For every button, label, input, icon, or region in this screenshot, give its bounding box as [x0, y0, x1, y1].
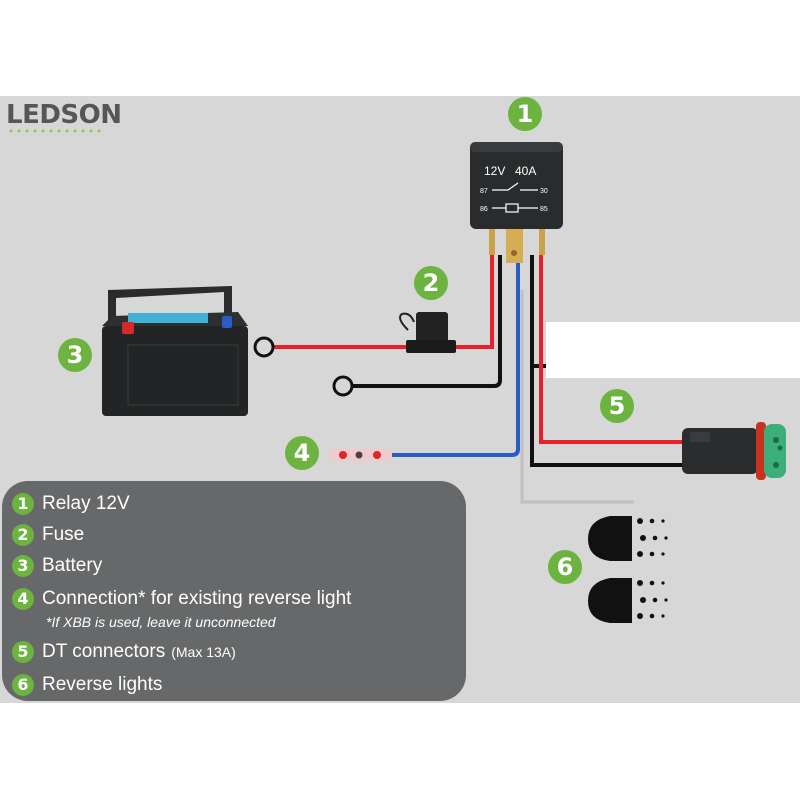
badge-fuse: 2 [414, 266, 448, 300]
legend-label: Connection* for existing reverse light [42, 588, 352, 609]
legend-footnote: *If XBB is used, leave it unconnected [46, 614, 276, 630]
relay: 12V 40A 87 30 86 85 [470, 142, 563, 263]
legend-number: 5 [12, 641, 34, 663]
relay-pin [539, 229, 545, 255]
ring-terminal-positive [253, 336, 275, 358]
relay-current: 40A [515, 164, 536, 178]
legend-label: Battery [42, 555, 103, 576]
logo-dots [7, 129, 105, 133]
dt-connector [682, 422, 786, 480]
legend-item-reverse-lights: 6 Reverse lights [12, 674, 162, 696]
legend-item-relay: 1 Relay 12V [12, 493, 130, 515]
wire-red-fuse-relay [452, 255, 494, 349]
legend-item-connection: 4 Connection* for existing reverse light [12, 588, 351, 610]
legend-item-fuse: 2 Fuse [12, 524, 84, 546]
legend-number: 6 [12, 674, 34, 696]
legend-number: 1 [12, 493, 34, 515]
guide-line [520, 290, 634, 504]
legend-label: DT connectors [42, 641, 166, 662]
reverse-light-bottom [588, 578, 668, 623]
ring-terminal-ground [332, 375, 354, 397]
legend-label: Reverse lights [42, 674, 163, 695]
badge-splice: 4 [285, 436, 319, 470]
legend-number: 3 [12, 555, 34, 577]
legend-item-battery: 3 Battery [12, 555, 102, 577]
butt-splice-connector [330, 449, 392, 461]
wire-blue [392, 255, 520, 457]
badge-reverse-lights: 6 [548, 550, 582, 584]
badge-battery: 3 [58, 338, 92, 372]
relay-switch-symbol [492, 182, 538, 191]
relay-pin-86: 86 [480, 206, 488, 213]
wire-black-ground [352, 255, 502, 388]
legend-item-dt-connectors: 5 DT connectors (Max 13A) [12, 641, 236, 663]
wire-black-connector [530, 255, 690, 467]
legend-number: 2 [12, 524, 34, 546]
legend-label: Fuse [42, 524, 85, 545]
ledson-logo: LEDSON [6, 100, 122, 130]
reverse-light-top [588, 516, 668, 561]
relay-pin-wide [506, 229, 523, 263]
relay-voltage: 12V [484, 164, 505, 178]
legend-number: 4 [12, 588, 34, 610]
relay-pin-85: 85 [540, 206, 548, 213]
relay-pin [489, 229, 495, 255]
relay-pin-30: 30 [540, 188, 548, 195]
legend-panel: 1 Relay 12V 2 Fuse 3 Battery 4 Connectio… [2, 481, 466, 701]
white-band [546, 322, 800, 378]
relay-pin-87: 87 [480, 188, 488, 195]
badge-dt-connector: 5 [600, 389, 634, 423]
badge-relay: 1 [508, 97, 542, 131]
fuse-holder [399, 312, 456, 353]
battery [102, 286, 248, 416]
wire-red-connector [539, 255, 690, 444]
legend-note-max-current: (Max 13A) [171, 644, 236, 660]
legend-label: Relay 12V [42, 493, 130, 514]
